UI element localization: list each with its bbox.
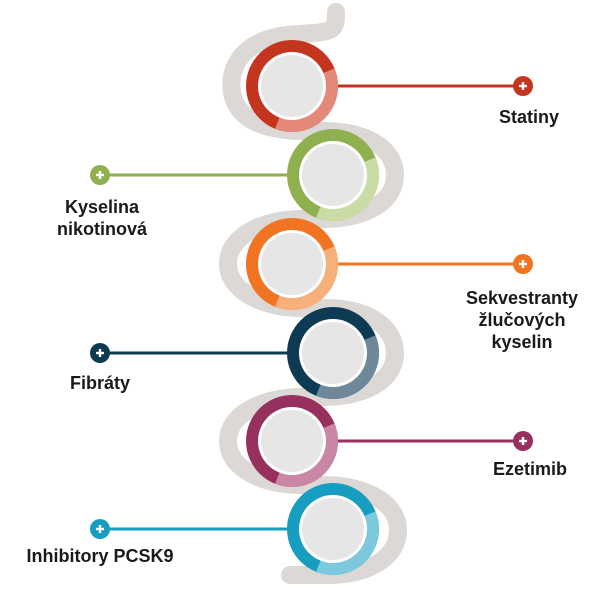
- node-5: [246, 395, 533, 487]
- node-center: [261, 233, 323, 295]
- node-1: [246, 40, 533, 132]
- plus-icon-v: [98, 171, 102, 179]
- node-center: [302, 322, 364, 384]
- label-inhibitory-pcsk9: Inhibitory PCSK9: [26, 546, 174, 566]
- plus-icon-v: [521, 260, 525, 268]
- label-kyselina-nikotinova: Kyselina nikotinová: [56, 197, 147, 239]
- node-6: [90, 483, 379, 575]
- plus-icon-v: [521, 82, 525, 90]
- node-center: [261, 410, 323, 472]
- plus-icon-v: [98, 525, 102, 533]
- label-statiny: Statiny: [498, 107, 559, 127]
- label-fibraty: Fibráty: [69, 373, 130, 393]
- node-4: [90, 307, 379, 399]
- node-center: [302, 498, 364, 560]
- node-2: [90, 129, 379, 221]
- node-center: [302, 144, 364, 206]
- node-3: [246, 218, 533, 310]
- node-center: [261, 55, 323, 117]
- label-ezetimib: Ezetimib: [492, 459, 567, 479]
- label-sekvestranty: Sekvestranty žlučových kyselin: [465, 288, 579, 352]
- plus-icon-v: [521, 437, 525, 445]
- plus-icon-v: [98, 349, 102, 357]
